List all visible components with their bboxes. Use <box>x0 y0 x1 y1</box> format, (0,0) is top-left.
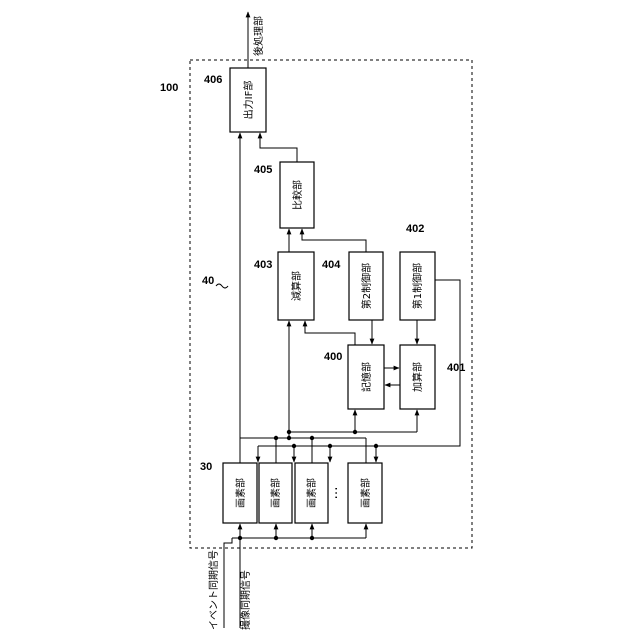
svg-text:出力IF部: 出力IF部 <box>242 81 255 120</box>
junction-dot <box>287 430 291 434</box>
event-sync-input-line <box>224 538 232 628</box>
junction-dot <box>328 444 332 448</box>
comparison-block: 比較部 <box>280 162 314 228</box>
junction-dot <box>274 536 278 540</box>
event-sync-signal-label: イベント同期信号 <box>208 550 220 630</box>
junction-dot <box>374 444 378 448</box>
second-control-block: 第2制御部 <box>349 252 383 320</box>
subtraction-block: 減算部 <box>278 252 314 320</box>
storage-to-subtraction-line <box>305 321 355 345</box>
junction-dot <box>238 536 242 540</box>
ref-406: 406 <box>204 74 222 86</box>
ref-404: 404 <box>322 259 341 271</box>
ref-400: 400 <box>324 351 342 363</box>
svg-text:画素部: 画素部 <box>234 478 247 508</box>
comparison-to-output-line <box>260 133 297 162</box>
ref-30: 30 <box>200 461 212 473</box>
pixel-block-2: 画素部 <box>259 463 292 523</box>
svg-text:加算部: 加算部 <box>411 362 424 392</box>
addition-block: 加算部 <box>400 345 435 409</box>
second-control-to-comparison-line <box>302 229 366 252</box>
junction-dot <box>292 444 296 448</box>
junction-dot <box>310 536 314 540</box>
svg-text:減算部: 減算部 <box>290 271 303 301</box>
svg-text:画素部: 画素部 <box>359 478 372 508</box>
output-if-block: 出力IF部 <box>230 68 266 132</box>
pixel-block-1: 画素部 <box>223 463 257 523</box>
pixel-block-n: 画素部 <box>348 463 382 523</box>
junction-dot <box>287 436 291 440</box>
junction-dot <box>310 436 314 440</box>
imaging-sync-signal-label: 撮像同期信号 <box>239 570 252 630</box>
junction-dot <box>353 430 357 434</box>
ref-405: 405 <box>254 164 272 176</box>
ref-401: 401 <box>447 362 465 374</box>
ref-402: 402 <box>406 223 424 235</box>
pixel-ellipsis: … <box>326 487 341 500</box>
ref-40: 40 <box>202 275 214 287</box>
storage-block: 記憶部 <box>348 345 384 409</box>
first-control-block: 第1制御部 <box>400 252 435 320</box>
svg-text:第2制御部: 第2制御部 <box>360 263 373 309</box>
svg-text:第1制御部: 第1制御部 <box>411 263 424 309</box>
svg-text:記憶部: 記憶部 <box>360 362 373 392</box>
post-processing-label: 後処理部 <box>252 16 265 56</box>
svg-text:画素部: 画素部 <box>269 478 282 508</box>
svg-text:比較部: 比較部 <box>291 180 304 210</box>
junction-dot <box>274 436 278 440</box>
pixel-block-3: 画素部 <box>295 463 328 523</box>
ref-40-tilde <box>216 284 228 288</box>
ref-100: 100 <box>160 82 178 94</box>
svg-text:画素部: 画素部 <box>305 478 318 508</box>
ref-403: 403 <box>254 259 272 271</box>
